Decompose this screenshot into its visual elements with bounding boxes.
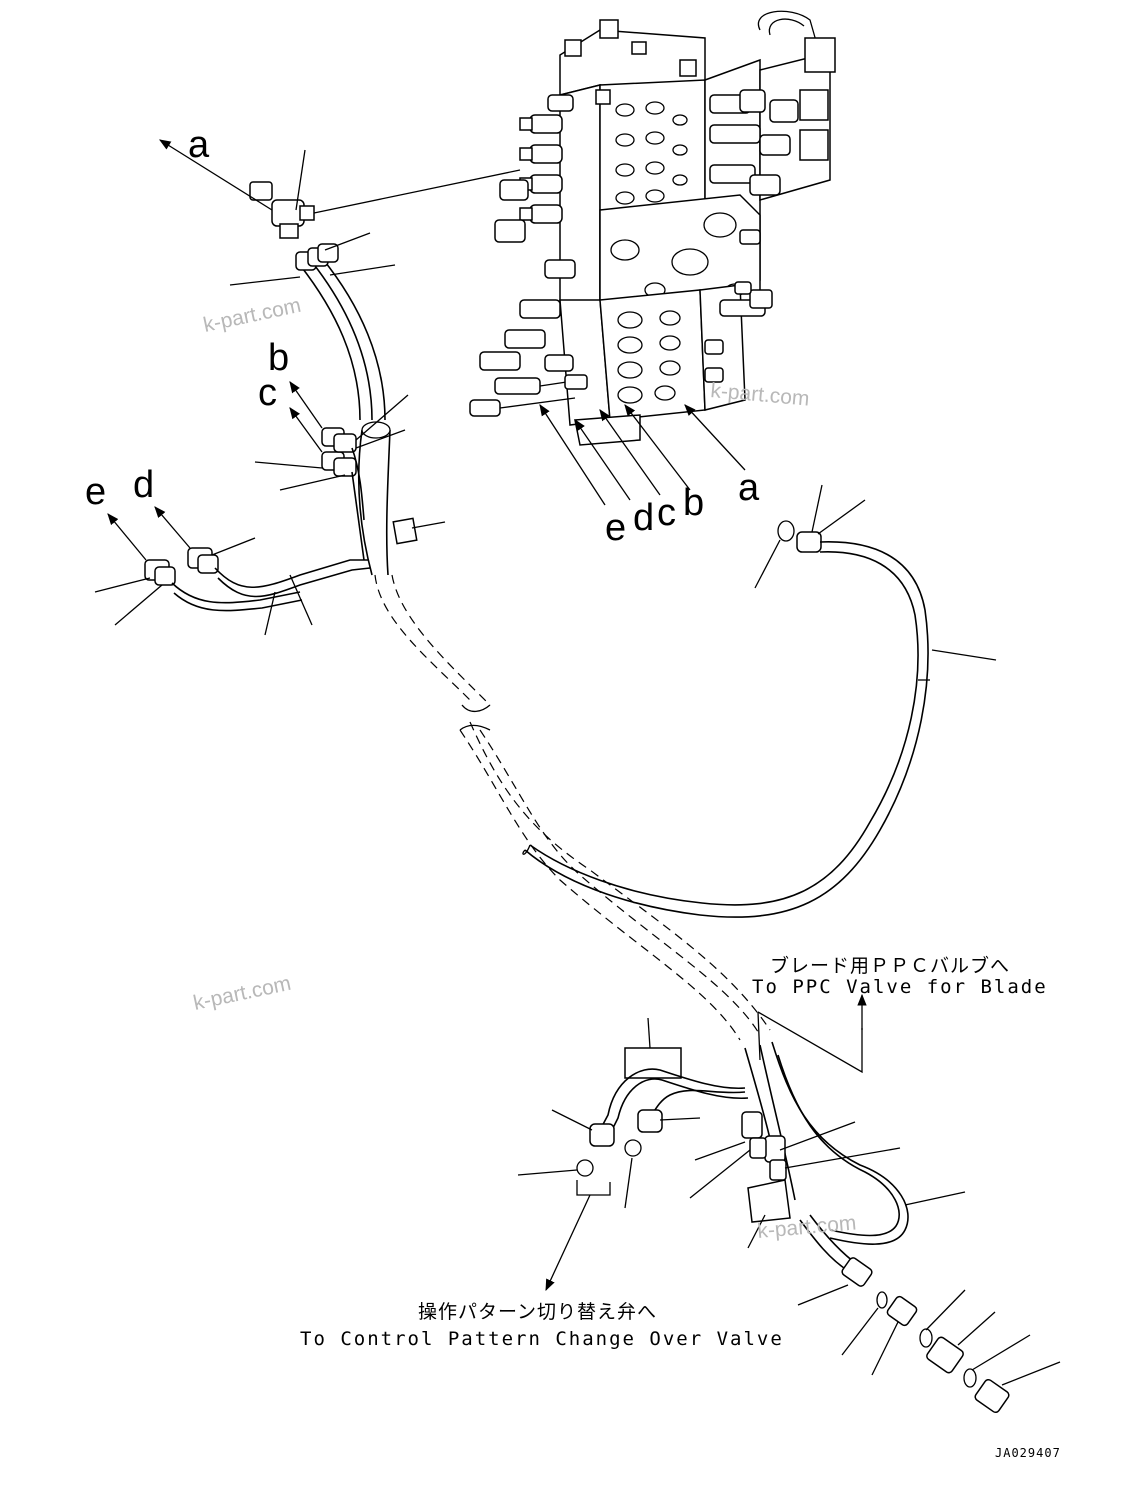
control-pattern-label-jp: 操作パターン切り替え弁へ (418, 1301, 657, 1323)
valve-right-fittings (704, 89, 799, 383)
ref-a-top: a (188, 124, 210, 166)
ref-e-valve: e (605, 507, 626, 549)
watermark: k-part.com (710, 379, 811, 411)
reference-letters: a b c d e e d c b a (85, 124, 760, 549)
control-valve-assembly (469, 10, 836, 446)
valve-ports-lower (617, 310, 681, 404)
valve-spool-fittings (469, 94, 588, 417)
valve-ports-upper (615, 101, 688, 205)
control-pattern-label-en: To Control Pattern Change Over Valve (300, 1328, 784, 1350)
valve-ref-leaders (539, 404, 746, 506)
ppc-valve-label-en: To PPC Valve for Blade (752, 976, 1048, 998)
sleeve-route (374, 574, 771, 1041)
tubes-d-e (94, 506, 371, 636)
watermark: k-part.com (191, 972, 293, 1015)
lower-manifold-assembly (517, 993, 1061, 1414)
watermarks: k-part.com k-part.com k-part.com k-part.… (191, 294, 857, 1243)
watermark: k-part.com (201, 294, 303, 337)
ref-c-left: c (258, 372, 277, 414)
ref-b-left: b (268, 337, 289, 379)
ref-e-left: e (85, 471, 106, 513)
elbow-fitting-a (159, 139, 521, 239)
ref-a-valve: a (738, 467, 760, 509)
valve-top-caps (564, 19, 697, 105)
ref-d-left: d (133, 464, 154, 506)
ref-d-valve: d (633, 497, 654, 539)
hose-bundle-upper (229, 232, 446, 576)
ppc-valve-label-jp: ブレード用ＰＰＣバルブへ (770, 954, 1010, 977)
ref-b-valve: b (683, 482, 704, 524)
drawing-number: JA029407 (995, 1446, 1061, 1460)
fittings-b-c (254, 381, 409, 561)
hose-long-loop (522, 484, 997, 918)
ref-c-valve: c (657, 492, 676, 534)
